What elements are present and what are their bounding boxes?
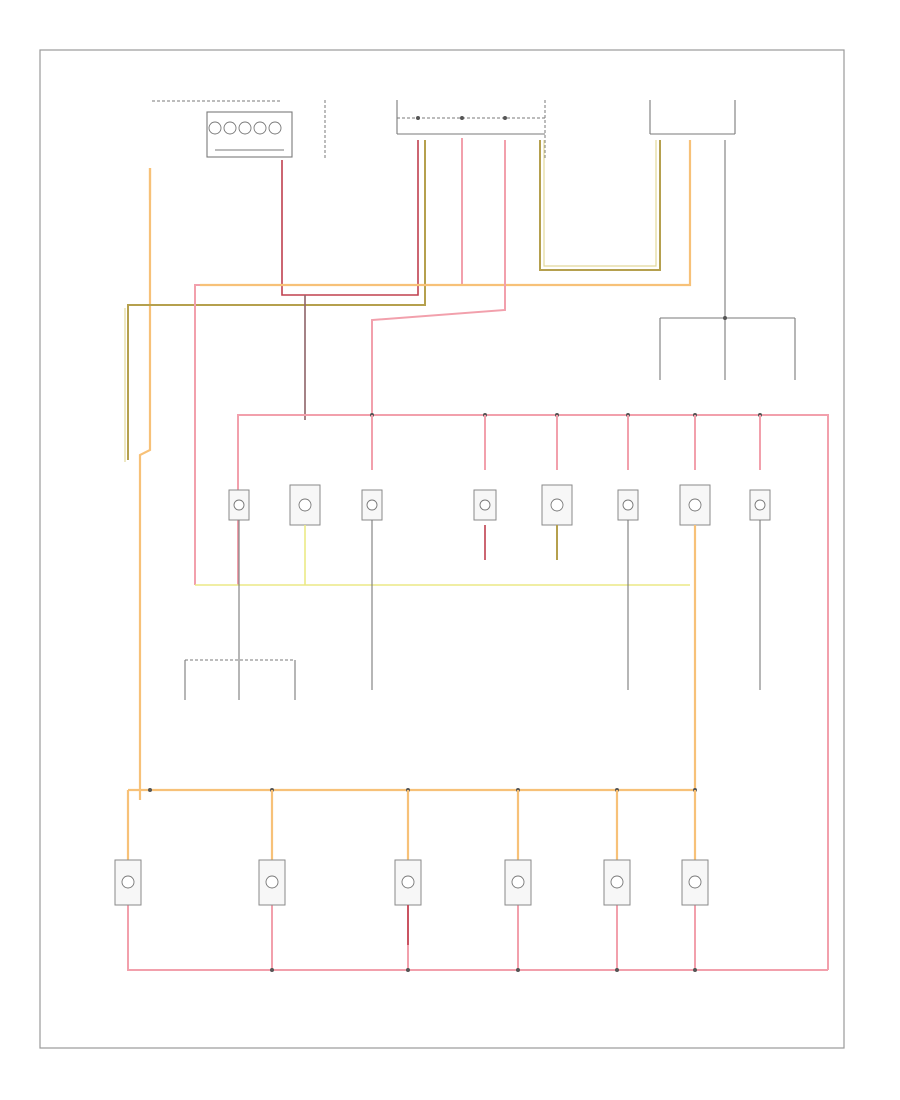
lamp-icon bbox=[265, 875, 279, 889]
wire-red-top bbox=[281, 140, 419, 296]
lamp-icon bbox=[479, 499, 491, 511]
wire-pink-bus-mid bbox=[237, 414, 829, 970]
lamp-icon bbox=[233, 499, 245, 511]
wire-olive-left bbox=[127, 140, 426, 460]
lamp-icon bbox=[366, 499, 378, 511]
lamp-icon bbox=[401, 875, 415, 889]
wire-orange-left bbox=[138, 168, 152, 800]
wire-pink-bottom bbox=[127, 905, 828, 971]
lamp-icon bbox=[121, 875, 135, 889]
wire-pink-mid bbox=[371, 140, 506, 420]
bottom-bus bbox=[126, 788, 828, 972]
top-components bbox=[152, 100, 736, 160]
fuse-block bbox=[206, 111, 293, 158]
lamp-icon bbox=[688, 875, 702, 889]
bottom-modules bbox=[114, 859, 709, 945]
lamp-icon bbox=[550, 498, 564, 512]
fuse-icon bbox=[208, 121, 222, 135]
lamp-icon bbox=[754, 499, 766, 511]
lamp-icon bbox=[622, 499, 634, 511]
diagram-frame bbox=[39, 49, 845, 1049]
top-wiring bbox=[124, 138, 796, 800]
fuse-icon bbox=[238, 121, 252, 135]
wire-olive-right bbox=[539, 140, 661, 271]
fuse-icon bbox=[253, 121, 267, 135]
fuse-icon bbox=[268, 121, 282, 135]
lamp-icon bbox=[511, 875, 525, 889]
lamp-icon bbox=[610, 875, 624, 889]
fuse-icon bbox=[223, 121, 237, 135]
lamp-icon bbox=[688, 498, 702, 512]
lamp-icon bbox=[298, 498, 312, 512]
middle-lamps bbox=[184, 484, 771, 790]
wire-orange-top bbox=[200, 140, 692, 287]
